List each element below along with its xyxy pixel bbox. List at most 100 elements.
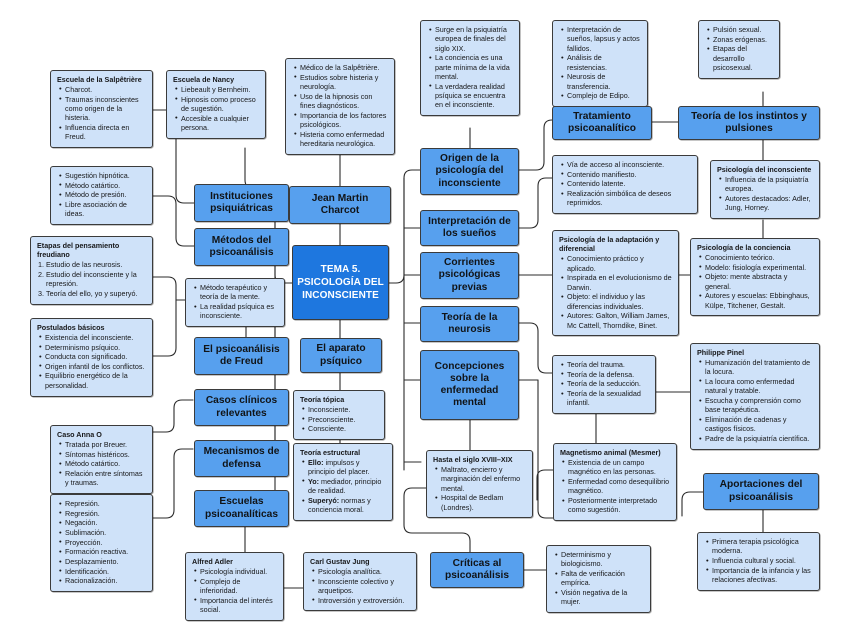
term: Ello: <box>308 457 324 467</box>
list-item: Determinismo psíquico. <box>39 342 146 352</box>
list-item: Hipnosis como proceso de sugestión. <box>175 94 259 114</box>
list-item: Conocimiento práctico y aplicado. <box>561 254 672 273</box>
list-item: La verdadera realidad psíquica se encuen… <box>429 81 513 110</box>
list-item: Regresión. <box>59 508 146 518</box>
leaf-psicoanalisis-freud-detalle: Método terapéutico y teoría de la mente.… <box>185 278 285 328</box>
branch-corrientes-psicologicas-previas[interactable]: Corrientes psicológicas previas <box>420 252 519 299</box>
list-item: Histeria como enfermedad hereditaria neu… <box>294 129 388 149</box>
center-node-tema-5[interactable]: TEMA 5. PSICOLOGÍA DEL INCONSCIENTE <box>292 245 389 320</box>
leaf-etapas-pensamiento-freudiano: Etapas del pensamiento freudiano Estudio… <box>30 236 153 305</box>
leaf-list: Influencia de la psiquiatría europea. Au… <box>717 174 813 213</box>
list-item: Sublimación. <box>59 528 146 538</box>
list-item: Equilibrio energético de la personalidad… <box>39 371 146 390</box>
branch-el-psicoanalisis-de-freud[interactable]: El psicoanálisis de Freud <box>194 337 289 375</box>
list-item: Método de presión. <box>59 190 146 200</box>
branch-teoria-instintos-pulsiones[interactable]: Teoría de los instintos y pulsiones <box>678 106 820 140</box>
term: Yo: <box>308 476 320 486</box>
list-item: Estudio de las neurosis. <box>46 260 146 269</box>
list-item: Método terapéutico y teoría de la mente. <box>194 283 278 302</box>
list-item: Teoría de la defensa. <box>561 369 649 379</box>
branch-label: Teoría de los instintos y pulsiones <box>691 110 807 134</box>
list-item: Identificación. <box>59 566 146 576</box>
leaf-psicologia-adaptacion-diferencial: Psicología de la adaptación y diferencia… <box>552 230 679 337</box>
leaf-list: Determinismo y biologicismo. Falta de ve… <box>553 550 644 607</box>
branch-origen-psicologia-inconsciente[interactable]: Origen de la psicología del inconsciente <box>420 148 519 195</box>
leaf-philippe-pinel: Philippe Pinel Humanización del tratamie… <box>690 343 820 450</box>
branch-jean-martin-charcot[interactable]: Jean Martin Charcot <box>289 186 391 224</box>
leaf-heading: Alfred Adler <box>192 557 233 566</box>
definition: impulsos y principio del placer. <box>308 457 370 477</box>
term: Superyó: <box>308 495 340 505</box>
leaf-charcot-detalle: Médico de la Salpêtrière. Estudios sobre… <box>285 58 395 155</box>
leaf-list: Médico de la Salpêtrière. Estudios sobre… <box>292 63 388 148</box>
list-item: Superyó: normas y conciencia moral. <box>302 495 386 515</box>
leaf-alfred-adler: Alfred Adler Psicología individual. Comp… <box>185 552 284 621</box>
leaf-suenos-detalle: Vía de acceso al inconsciente. Contenido… <box>552 155 698 214</box>
definition: normas y conciencia moral. <box>308 495 371 515</box>
list-item: Eliminación de cadenas y castigos físico… <box>699 415 813 434</box>
branch-aportaciones-del-psicoanalisis[interactable]: Aportaciones del psicoanálisis <box>703 473 819 510</box>
list-item: Desplazamiento. <box>59 557 146 567</box>
list-item: Origen infantil de los conflictos. <box>39 361 146 371</box>
list-item: Teoría de la seducción. <box>561 379 649 389</box>
branch-label: Mecanismos de defensa <box>203 446 280 470</box>
list-item: Autores destacados: Adler, Jung, Horney. <box>719 193 813 213</box>
list-item: Teoría del ello, yo y superyó. <box>46 289 146 298</box>
leaf-list: Maltrato, encierro y marginación del enf… <box>433 464 526 512</box>
list-item: Contenido latente. <box>561 179 691 189</box>
branch-casos-clinicos-relevantes[interactable]: Casos clínicos relevantes <box>194 389 289 426</box>
list-item: Proyección. <box>59 537 146 547</box>
leaf-list: Psicología individual. Complejo de infer… <box>192 566 277 615</box>
branch-teoria-de-la-neurosis[interactable]: Teoría de la neurosis <box>420 306 519 342</box>
leaf-neurosis-detalle: Teoría del trauma. Teoría de la defensa.… <box>552 355 656 414</box>
list-item: Libre asociación de ideas. <box>59 200 146 219</box>
leaf-list: Método terapéutico y teoría de la mente.… <box>192 283 278 321</box>
branch-criticas-al-psicoanalisis[interactable]: Críticas al psicoanálisis <box>430 552 524 588</box>
list-item: Padre de la psiquiatría científica. <box>699 434 813 444</box>
leaf-psicologia-de-la-conciencia: Psicología de la conciencia Conocimiento… <box>690 238 820 317</box>
leaf-instintos-detalle: Pulsión sexual. Zonas erógenas. Etapas d… <box>698 20 780 79</box>
branch-interpretacion-de-los-suenos[interactable]: Interpretación de los sueños <box>420 210 519 246</box>
list-item: Inconsciente colectivo y arquetipos. <box>312 576 410 596</box>
list-item: Médico de la Salpêtrière. <box>294 63 388 73</box>
branch-escuelas-psicoanaliticas[interactable]: Escuelas psicoanalíticas <box>194 490 289 527</box>
branch-label: El aparato psíquico <box>316 343 366 367</box>
list-item: Importancia del interés social. <box>194 595 277 615</box>
branch-mecanismos-de-defensa[interactable]: Mecanismos de defensa <box>194 440 289 477</box>
list-item: Conocimiento teórico. <box>699 252 813 262</box>
leaf-list: Charcot. Traumas inconscientes como orig… <box>57 84 146 142</box>
leaf-list: Conocimiento práctico y aplicado. Inspir… <box>559 254 672 330</box>
branch-el-aparato-psiquico[interactable]: El aparato psíquico <box>300 338 382 373</box>
list-item: Pulsión sexual. <box>707 25 773 35</box>
definition: mediador, principio de realidad. <box>308 476 382 496</box>
branch-tratamiento-psicoanalitico[interactable]: Tratamiento psicoanalítico <box>552 106 652 140</box>
branch-label: Jean Martin Charcot <box>311 192 369 216</box>
leaf-list: Tratada por Breuer. Síntomas histéricos.… <box>57 439 146 488</box>
leaf-list: Conocimiento teórico. Modelo: fisiología… <box>697 252 813 310</box>
leaf-teoria-estructural: Teoría estructural Ello: impulsos y prin… <box>293 443 393 521</box>
leaf-list: Inconsciente. Preconsciente. Consciente. <box>300 404 378 434</box>
leaf-list: Liebeault y Bernheim. Hipnosis como proc… <box>173 84 259 132</box>
list-item: Vía de acceso al inconsciente. <box>561 160 691 170</box>
list-item: Escucha y comprensión como base terapéut… <box>699 395 813 415</box>
list-item: Yo: mediador, principio de realidad. <box>302 476 386 496</box>
branch-label: Aportaciones del psicoanálisis <box>719 479 803 503</box>
leaf-mecanismos-detalle: Represión. Regresión. Negación. Sublimac… <box>50 494 153 592</box>
list-item: Importancia de la infancia y las relacio… <box>706 565 813 585</box>
leaf-heading: Psicología de la conciencia <box>697 243 791 252</box>
list-item: Traumas inconscientes como origen de la … <box>59 94 146 123</box>
list-item: Liebeault y Bernheim. <box>175 84 259 94</box>
list-item: Sugestión hipnótica. <box>59 171 146 181</box>
list-item: Estudio del inconsciente y la represión. <box>46 270 146 289</box>
branch-concepciones-enfermedad-mental[interactable]: Concepciones sobre la enfermedad mental <box>420 350 519 420</box>
list-item: Método catártico. <box>59 459 146 469</box>
list-item: Introversión y extroversión. <box>312 595 410 605</box>
branch-instituciones-psiquiatricas[interactable]: Instituciones psiquiátricas <box>194 184 289 222</box>
branch-label: Escuelas psicoanalíticas <box>204 496 279 520</box>
branch-label: El psicoanálisis de Freud <box>203 343 280 367</box>
branch-label: Concepciones sobre la enfermedad mental <box>434 360 505 409</box>
branch-metodos-del-psicoanalisis[interactable]: Métodos del psicoanálisis <box>194 228 289 266</box>
branch-label: Métodos del psicoanálisis <box>209 234 274 258</box>
list-item: Neurosis de transferencia. <box>561 72 641 91</box>
